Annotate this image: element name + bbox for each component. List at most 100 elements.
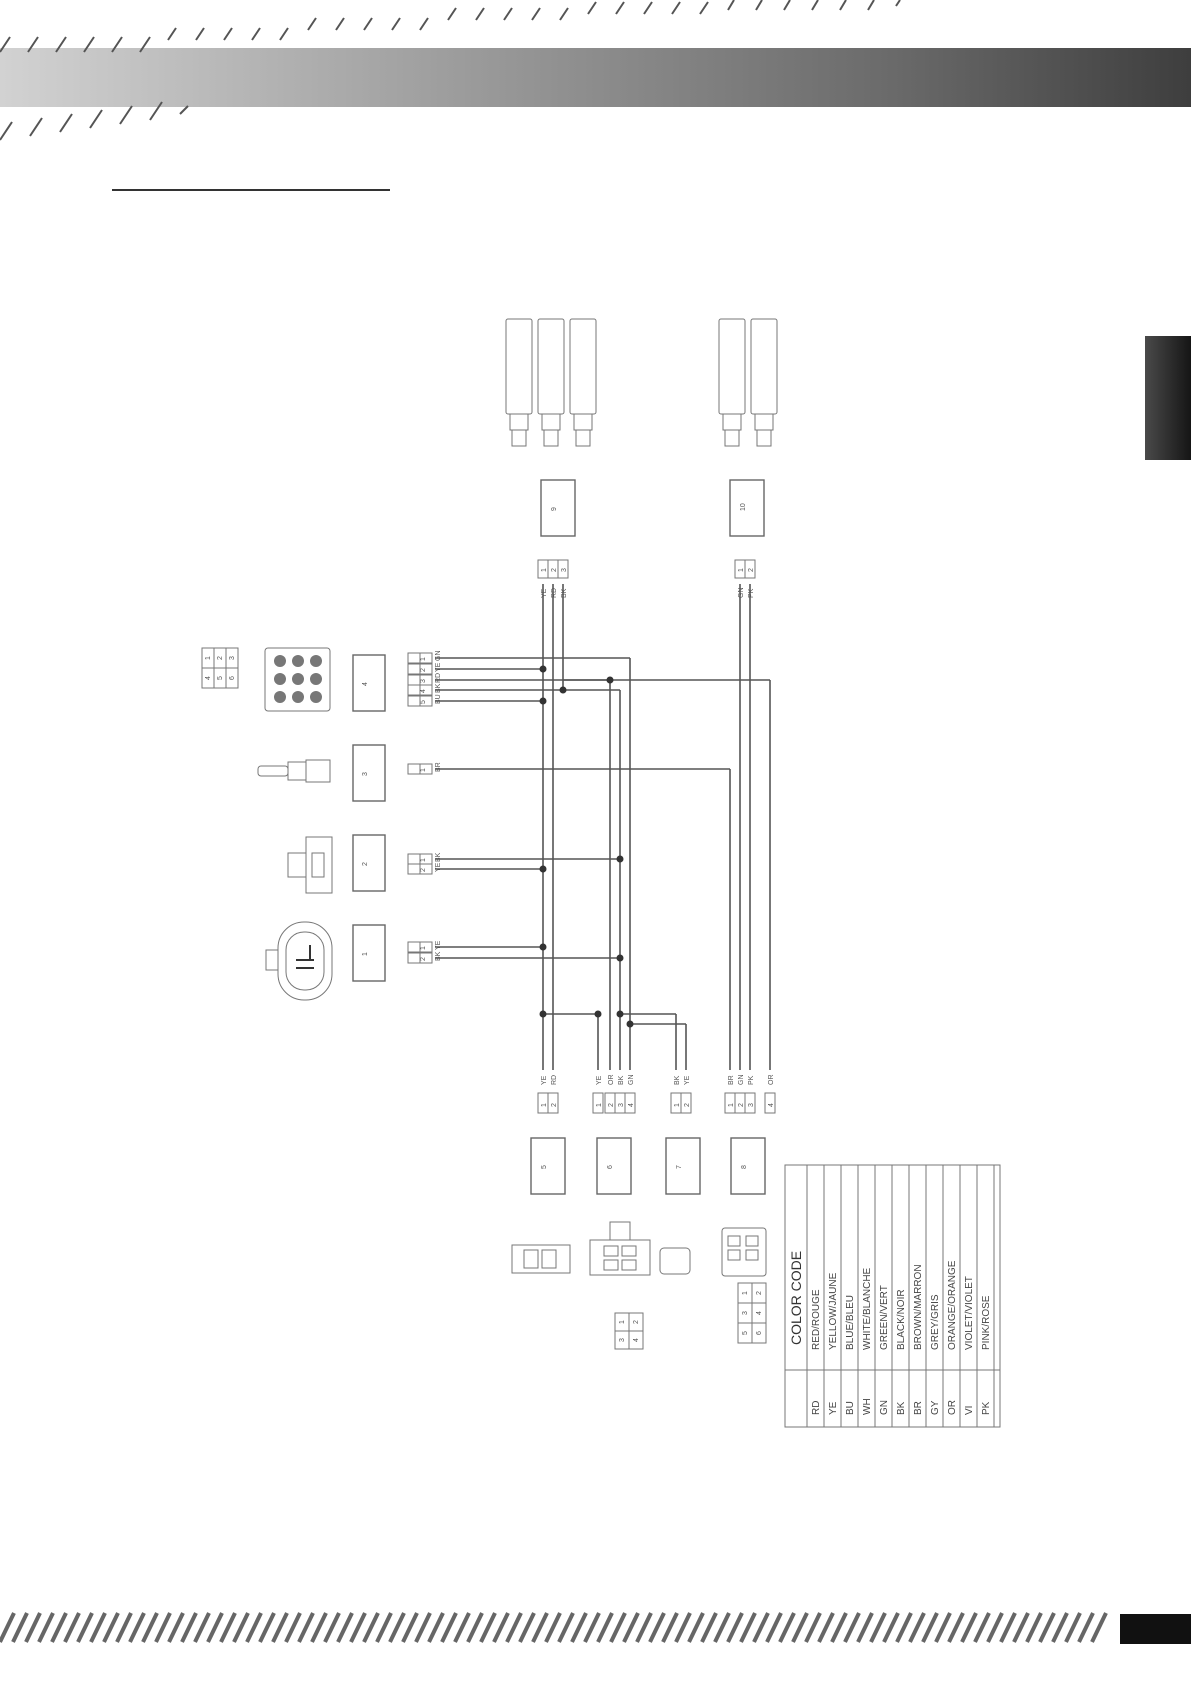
g8-cell-number-5: 5 bbox=[742, 1331, 749, 1335]
color-code-BK: BK bbox=[896, 1401, 907, 1415]
c4-pin-box-2 bbox=[419, 663, 433, 675]
g8-cell-number-3: 3 bbox=[742, 1311, 749, 1315]
c3-wire-label-BR: BR bbox=[435, 762, 442, 772]
color-name-WH: WHITE/BLANCHE bbox=[862, 1267, 873, 1350]
module-box-4 bbox=[352, 654, 386, 712]
c6-pin-number-1: 1 bbox=[596, 1103, 603, 1107]
c8-pin-number-4: 4 bbox=[768, 1103, 775, 1107]
module-number-9: 9 bbox=[551, 507, 558, 511]
c8-wire-label-OR: OR bbox=[768, 1075, 775, 1086]
c4-wire-label-YE: YE bbox=[435, 662, 442, 672]
c4-pin-box-1 bbox=[419, 652, 433, 664]
c9-pin-number-2: 2 bbox=[551, 568, 558, 572]
g4-cell-number-1: 1 bbox=[205, 656, 212, 660]
module-number-2: 2 bbox=[362, 862, 369, 866]
color-name-RD: RED/ROUGE bbox=[811, 1289, 822, 1350]
module-number-4: 4 bbox=[362, 682, 369, 686]
c9-pin-number-3: 3 bbox=[561, 568, 568, 572]
g4-cell-number-6: 6 bbox=[229, 676, 236, 680]
color-name-YE: YELLOW/JAUNE bbox=[828, 1272, 839, 1350]
c5-pin-number-1: 1 bbox=[541, 1103, 548, 1107]
color-code-PK: PK bbox=[981, 1401, 992, 1415]
c1-wire-label-YE: YE bbox=[435, 940, 442, 950]
module-number-8: 8 bbox=[741, 1165, 748, 1169]
c2-pin-number-1: 1 bbox=[420, 858, 427, 862]
c6-wire-label-OR: OR bbox=[608, 1075, 615, 1086]
module-number-1: 1 bbox=[362, 952, 369, 956]
c1-pin-1 bbox=[407, 941, 421, 953]
header-bar bbox=[0, 48, 1191, 107]
c9-wire-label-YE: YE bbox=[541, 588, 548, 598]
g4-cell-number-2: 2 bbox=[217, 656, 224, 660]
c7-pin-2 bbox=[680, 1092, 692, 1114]
c4-wire-label-BU: BU bbox=[435, 694, 442, 704]
c7-wire-label-BK: BK bbox=[674, 1075, 681, 1085]
wires bbox=[435, 584, 771, 1070]
c10-wire-label-PK: PK bbox=[748, 588, 755, 598]
module-box-6 bbox=[596, 1137, 632, 1195]
module-box-7 bbox=[665, 1137, 701, 1195]
c8-wire-label-GN: GN bbox=[738, 1075, 745, 1086]
c7-pin-1 bbox=[670, 1092, 682, 1114]
c6-pin-number-2: 2 bbox=[608, 1103, 615, 1107]
title-underline bbox=[112, 189, 390, 191]
c1-pin-2 bbox=[407, 952, 421, 964]
color-code-OR: OR bbox=[947, 1400, 958, 1415]
c4-pin-box-5 bbox=[419, 695, 433, 707]
module-box-5 bbox=[530, 1137, 566, 1195]
harness-plugs bbox=[505, 318, 778, 447]
g6-cell-number-1: 1 bbox=[619, 1320, 626, 1324]
c8-wire-label-BR: BR bbox=[728, 1075, 735, 1085]
c8-pin-number-3: 3 bbox=[748, 1103, 755, 1107]
g4-cell-number-4: 4 bbox=[205, 676, 212, 680]
module-box-1 bbox=[352, 924, 386, 982]
color-name-BR: BROWN/MARRON bbox=[913, 1264, 924, 1350]
c4-pin-5 bbox=[407, 695, 421, 707]
module-box-3 bbox=[352, 744, 386, 802]
g4-cell-number-3: 3 bbox=[229, 656, 236, 660]
c6-pin-number-4: 4 bbox=[628, 1103, 635, 1107]
c4-pin-1 bbox=[407, 652, 421, 664]
c3-pin-number-1: 1 bbox=[420, 768, 427, 772]
c10-pin-2 bbox=[744, 559, 756, 579]
module-number-10: 10 bbox=[740, 503, 747, 511]
color-code-WH: WH bbox=[862, 1398, 873, 1415]
c5-wire-label-YE: YE bbox=[541, 1075, 548, 1085]
c6-pin-number-3: 3 bbox=[618, 1103, 625, 1107]
c5-pin-1 bbox=[537, 1092, 549, 1114]
c8-pin-3 bbox=[744, 1092, 756, 1114]
color-code-table: COLOR CODERDRED/ROUGEYEYELLOW/JAUNEBUBLU… bbox=[784, 1164, 1001, 1428]
color-code-RD: RD bbox=[811, 1401, 822, 1415]
footer-hatching bbox=[0, 1612, 1108, 1643]
c9-wire-label-BK: BK bbox=[561, 588, 568, 598]
g6-cell-number-2: 2 bbox=[633, 1320, 640, 1324]
c3-pin-box-1 bbox=[419, 763, 433, 775]
c3-pin-1 bbox=[407, 763, 421, 775]
connector-3-drawing bbox=[257, 759, 331, 783]
c9-pin-3 bbox=[557, 559, 569, 579]
color-name-OR: ORANGE/ORANGE bbox=[947, 1260, 958, 1350]
g8-cell-6 bbox=[751, 1322, 767, 1344]
c6-pin-4 bbox=[624, 1092, 636, 1114]
c1-wire-label-BK: BK bbox=[435, 951, 442, 961]
c9-pin-number-1: 1 bbox=[541, 568, 548, 572]
c4-pin-number-2: 2 bbox=[420, 668, 427, 672]
c1-pin-number-1: 1 bbox=[420, 946, 427, 950]
g8-cell-number-4: 4 bbox=[756, 1311, 763, 1315]
g4-cell-6 bbox=[225, 667, 239, 689]
c6-pin-2 bbox=[604, 1092, 616, 1114]
c4-pin-number-1: 1 bbox=[420, 657, 427, 661]
header-hatching bbox=[0, 0, 901, 141]
c2-pin-2 bbox=[407, 863, 421, 875]
c2-wire-label-YE: YE bbox=[435, 862, 442, 872]
c6-pin-1 bbox=[592, 1092, 604, 1114]
color-name-PK: PINK/ROSE bbox=[981, 1295, 992, 1350]
c10-pin-number-2: 2 bbox=[748, 568, 755, 572]
color-code-BR: BR bbox=[913, 1401, 924, 1415]
color-code-title: COLOR CODE bbox=[788, 1251, 804, 1345]
g8-cell-number-2: 2 bbox=[756, 1291, 763, 1295]
